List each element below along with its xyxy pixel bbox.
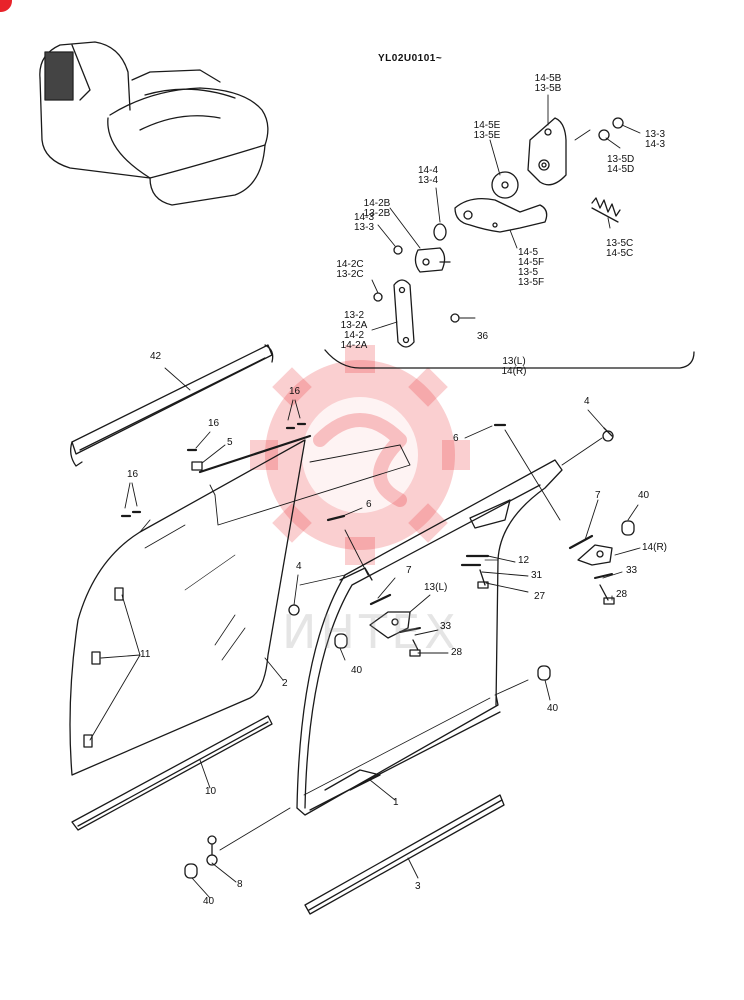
clip-5 [191,461,203,471]
label-16-a: 16 [289,386,301,397]
label-16-c: 16 [127,469,139,480]
label-8: 8 [237,879,243,890]
label-13L: 13(L) [424,582,448,593]
hinge-plate [527,117,567,186]
label-33-a: 33 [626,565,638,576]
label-5: 5 [227,437,233,448]
label-10: 10 [205,786,217,797]
group-bracket [324,349,695,369]
small-pins [120,422,594,606]
label-11: 11 [140,649,151,660]
label-1: 1 [393,797,399,808]
seat-thumbnail [39,41,269,206]
label-40-a: 40 [638,490,650,501]
seal-10 [71,715,273,831]
glass-panel [69,434,312,776]
label-16-b: 16 [208,418,220,429]
label-28-a: 28 [616,589,628,600]
label-12: 12 [518,555,530,566]
leader-lines-lower [89,367,641,899]
fastener-8 [206,835,218,866]
circlip-icon [612,117,624,129]
label-42: 42 [150,351,162,362]
circlip-icon [598,129,610,141]
label-4-b: 4 [296,561,302,572]
bolt-icon [399,569,615,657]
hinge-14R [577,544,613,566]
bumper-icon [184,520,635,879]
label-7-b: 7 [406,565,412,576]
label-14R: 14(R) [642,542,668,553]
door-frame [296,459,563,816]
watermark-text: ИНТЕХ [282,605,460,659]
circlip-icon [393,245,403,255]
label-28-b: 28 [451,647,463,658]
alignment-lines [139,429,603,851]
label-6-b: 6 [366,499,372,510]
label-27: 27 [534,591,546,602]
label-40-b: 40 [351,665,363,676]
label-group-13-14: 13(L)14(R) [501,356,527,377]
serial-range: YL02U0101~ [378,53,443,64]
pin-block [414,247,451,273]
label-6-a: 6 [453,433,459,444]
washer-icon [433,223,447,241]
watermark-gear-icon [250,345,470,565]
rail-3 [304,794,505,915]
circlip-icon [373,292,383,302]
leader-lines-upper [371,94,641,331]
glass-clips [83,587,124,748]
label-7-a: 7 [595,490,601,501]
seal-42 [70,344,274,467]
label-36: 36 [477,331,489,342]
spring [591,197,621,223]
label-4-a: 4 [584,396,590,407]
label-2: 2 [282,678,288,689]
hinge-13L [369,611,411,639]
label-40-d: 40 [203,896,215,907]
link-bar [393,279,415,348]
label-3: 3 [415,881,421,892]
label-40-c: 40 [547,703,559,714]
label-31: 31 [531,570,543,581]
label-33-b: 33 [440,621,452,632]
washer-disc [491,171,519,199]
circlip-icon [450,313,460,323]
door-arm [454,197,548,233]
